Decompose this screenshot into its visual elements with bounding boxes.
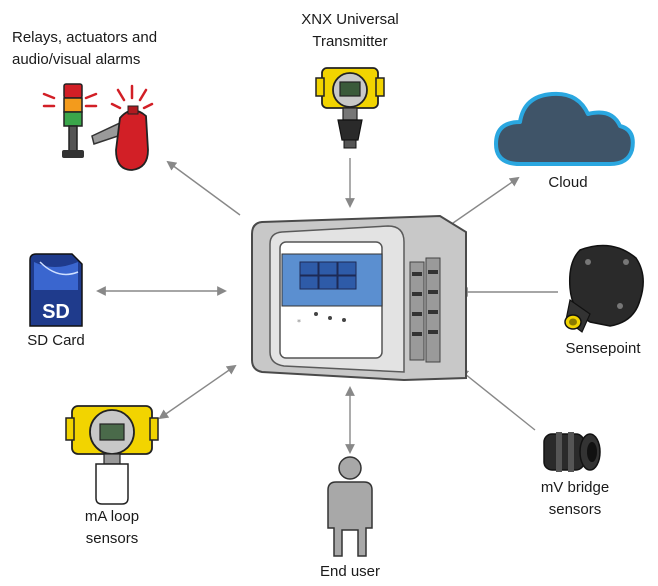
label-cloud: Cloud (548, 174, 588, 191)
sd-card-icon: SD (29, 253, 83, 327)
label-alarms: Relays, actuators and audio/visual alarm… (12, 29, 158, 68)
arrow-from-mv-bridge (458, 368, 536, 431)
person-icon (327, 456, 373, 557)
sensepoint-sensor-icon (564, 244, 644, 333)
arrow-ma-loop (158, 364, 237, 420)
xnx-transmitter-icon (315, 67, 385, 149)
cloud-icon (494, 91, 635, 166)
ma-loop-sensor-icon (65, 405, 159, 505)
label-xnx: XNX Universal Transmitter (301, 11, 399, 50)
label-end-user: End user (319, 563, 381, 580)
label-sensepoint: Sensepoint (565, 340, 641, 357)
mv-bridge-sensor-icon (543, 432, 601, 472)
sd-card-text: SD (42, 301, 70, 323)
alarm-beacon-icon (42, 83, 154, 171)
label-ma-loop: mA loop sensors (84, 508, 140, 547)
label-mv-bridge: mV bridge sensors (540, 479, 610, 518)
svg-text:*: * (297, 318, 301, 327)
gas-detection-controller-icon: * (251, 214, 467, 382)
arrow-to-alarms (166, 160, 241, 216)
label-sd-card: SD Card (27, 332, 85, 349)
